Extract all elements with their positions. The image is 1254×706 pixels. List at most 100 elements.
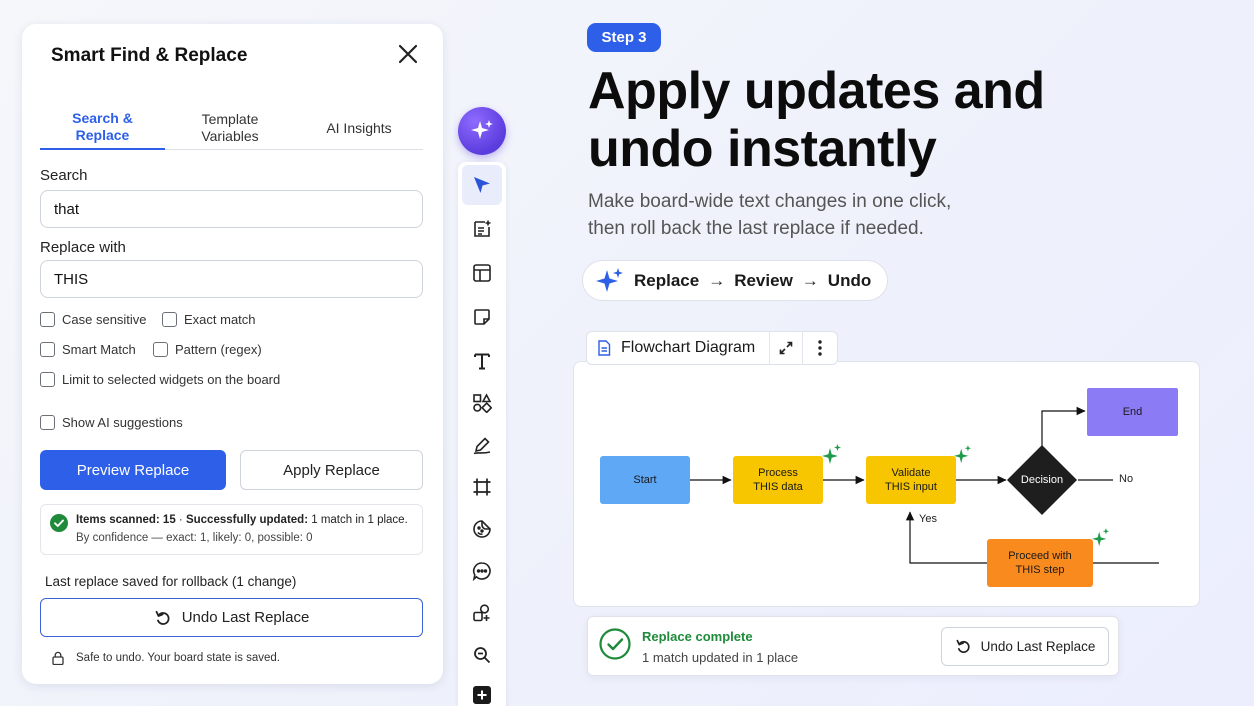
node-text: Validate <box>891 467 931 479</box>
find-replace-panel: Smart Find & Replace Search &Replace Tem… <box>22 24 443 684</box>
tool-pen[interactable] <box>462 425 502 465</box>
updated-sparkle-icon <box>1092 528 1110 547</box>
tool-select[interactable] <box>462 165 502 205</box>
show-ai-suggestions-checkbox[interactable]: Show AI suggestions <box>40 415 183 430</box>
tool-sticky-note[interactable] <box>462 297 502 337</box>
sparkle-icon <box>471 120 493 139</box>
cursor-arrow-icon <box>474 177 490 193</box>
result-line: Items scanned: 15 · Successfully updated… <box>76 514 408 526</box>
toast-undo-button[interactable]: Undo Last Replace <box>941 627 1109 666</box>
emoji-sticker-icon <box>473 520 491 538</box>
checkbox-label: Smart Match <box>62 342 136 357</box>
sticky-note-icon <box>474 309 490 325</box>
smart-match-checkbox[interactable]: Smart Match <box>40 342 136 357</box>
expand-button[interactable] <box>770 332 804 364</box>
zoom-out-icon <box>474 647 491 664</box>
node-text: Proceed with <box>1008 550 1072 562</box>
expand-icon <box>779 341 793 355</box>
undo-last-replace-button[interactable]: Undo Last Replace <box>40 598 423 637</box>
checkbox-box <box>40 342 55 357</box>
check-circle-outline-icon <box>599 628 631 660</box>
close-icon <box>398 44 418 64</box>
search-label: Search <box>40 167 88 184</box>
flow-arrow: → <box>708 270 726 290</box>
pattern-regex-checkbox[interactable]: Pattern (regex) <box>153 342 262 357</box>
frame-icon <box>473 478 491 496</box>
tool-shapes[interactable] <box>462 383 502 423</box>
undo-icon <box>956 639 970 653</box>
preview-replace-button[interactable]: Preview Replace <box>40 450 226 490</box>
close-button[interactable] <box>396 42 420 66</box>
case-sensitive-checkbox[interactable]: Case sensitive <box>40 312 147 327</box>
limit-selected-checkbox[interactable]: Limit to selected widgets on the board <box>40 372 280 387</box>
apps-icon <box>473 604 490 622</box>
tab-ai-insights[interactable]: AI Insights <box>295 106 423 150</box>
sparkle-icon <box>596 267 623 292</box>
more-options-button[interactable] <box>803 332 837 364</box>
checkbox-box <box>40 312 55 327</box>
tool-frame[interactable] <box>462 467 502 507</box>
flow-step-review: Review <box>734 270 793 290</box>
text-icon <box>474 353 490 370</box>
node-decision-shape[interactable] <box>1006 444 1078 516</box>
toast-title: Replace complete <box>642 629 753 644</box>
node-decision: Decision <box>1020 474 1064 486</box>
checkbox-label: Show AI suggestions <box>62 415 183 430</box>
note-add-icon <box>474 220 491 237</box>
tool-integrations[interactable] <box>462 593 502 633</box>
toast-undo-label: Undo Last Replace <box>980 639 1096 654</box>
tool-comment[interactable] <box>462 551 502 591</box>
canvas-title-text: Flowchart Diagram <box>621 339 756 356</box>
rollback-label: Last replace saved for rollback (1 chang… <box>45 574 297 589</box>
canvas-title[interactable]: Flowchart Diagram <box>587 332 770 364</box>
exact-match-checkbox[interactable]: Exact match <box>162 312 256 327</box>
tab-label: Replace <box>75 127 130 143</box>
tab-label: Template <box>201 111 259 127</box>
node-text: THIS input <box>885 481 937 493</box>
tool-more[interactable] <box>462 675 502 706</box>
node-end[interactable]: End <box>1087 388 1178 436</box>
tab-label: AI Insights <box>326 119 392 136</box>
replace-input[interactable] <box>40 260 423 298</box>
tab-search-replace[interactable]: Search &Replace <box>40 106 165 150</box>
tool-templates[interactable] <box>462 209 502 249</box>
tab-label: Search & <box>72 110 133 126</box>
checkbox-box <box>153 342 168 357</box>
comment-icon <box>472 562 491 581</box>
updated-label: Successfully updated: <box>185 514 309 526</box>
panel-title: Smart Find & Replace <box>51 45 248 66</box>
updated-sparkle-icon <box>954 445 972 464</box>
headline-line: Apply updates and <box>588 62 1045 120</box>
ai-assistant-button[interactable] <box>458 107 506 155</box>
flowchart-connectors <box>690 406 1159 564</box>
check-circle-icon <box>50 514 68 532</box>
flow-pill: Replace → Review → Undo <box>582 260 888 301</box>
vertical-toolbar <box>458 162 506 706</box>
tool-zoom[interactable] <box>462 635 502 675</box>
tool-layout[interactable] <box>462 253 502 293</box>
tool-stickers[interactable] <box>462 509 502 549</box>
apply-replace-button[interactable]: Apply Replace <box>240 450 423 490</box>
result-summary: Items scanned: 15 · Successfully updated… <box>40 504 423 555</box>
subtext-line: Make board-wide text changes in one clic… <box>588 191 952 212</box>
checkbox-label: Case sensitive <box>62 312 147 327</box>
tool-text[interactable] <box>462 341 502 381</box>
canvas-header: Flowchart Diagram <box>586 331 838 365</box>
more-vertical-icon <box>818 340 822 356</box>
checkbox-label: Exact match <box>184 312 256 327</box>
updated-sparkle-icon <box>822 444 841 464</box>
search-input[interactable] <box>40 190 423 228</box>
confidence-line: By confidence — exact: 1, likely: 0, pos… <box>76 532 313 544</box>
node-start[interactable]: Start <box>600 456 690 504</box>
edge-label-no: No <box>1119 473 1134 485</box>
pen-icon <box>473 437 491 455</box>
layout-icon <box>473 264 491 282</box>
checkbox-label: Pattern (regex) <box>175 342 262 357</box>
step-badge: Step 3 <box>587 23 661 52</box>
